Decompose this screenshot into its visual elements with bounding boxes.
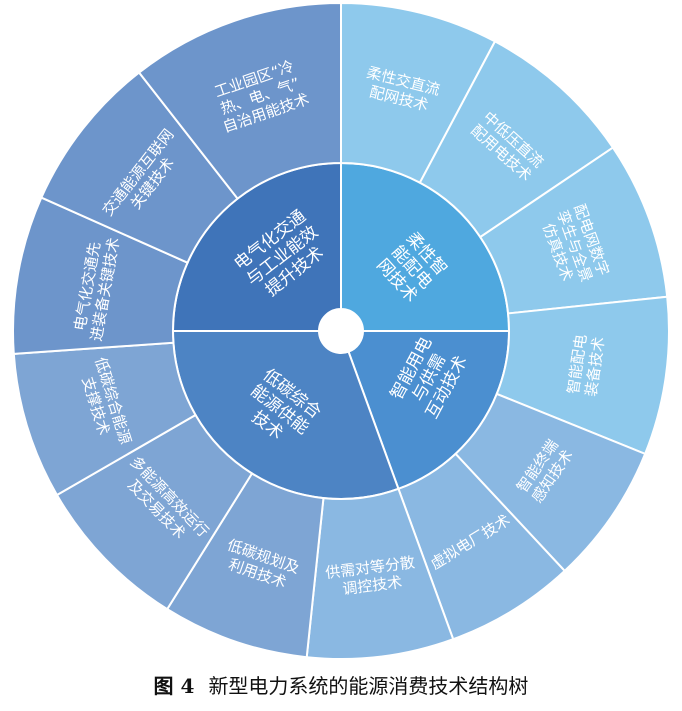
figure-number: 图 4 — [153, 674, 195, 698]
center-hole — [319, 309, 363, 353]
outer-segment — [137, 1, 342, 201]
figure-title: 新型电力系统的能源消费技术结构树 — [208, 674, 529, 698]
figure-caption: 图 4 新型电力系统的能源消费技术结构树 — [0, 670, 682, 699]
sunburst-diagram: 电气化交通与工业能效提升技术柔性智能配电网技术智能用电与供需互动技术低碳综合能源… — [12, 1, 670, 660]
outer-segment-label: 工业园区“冷热、电、气”自治用能技术 — [212, 57, 311, 136]
